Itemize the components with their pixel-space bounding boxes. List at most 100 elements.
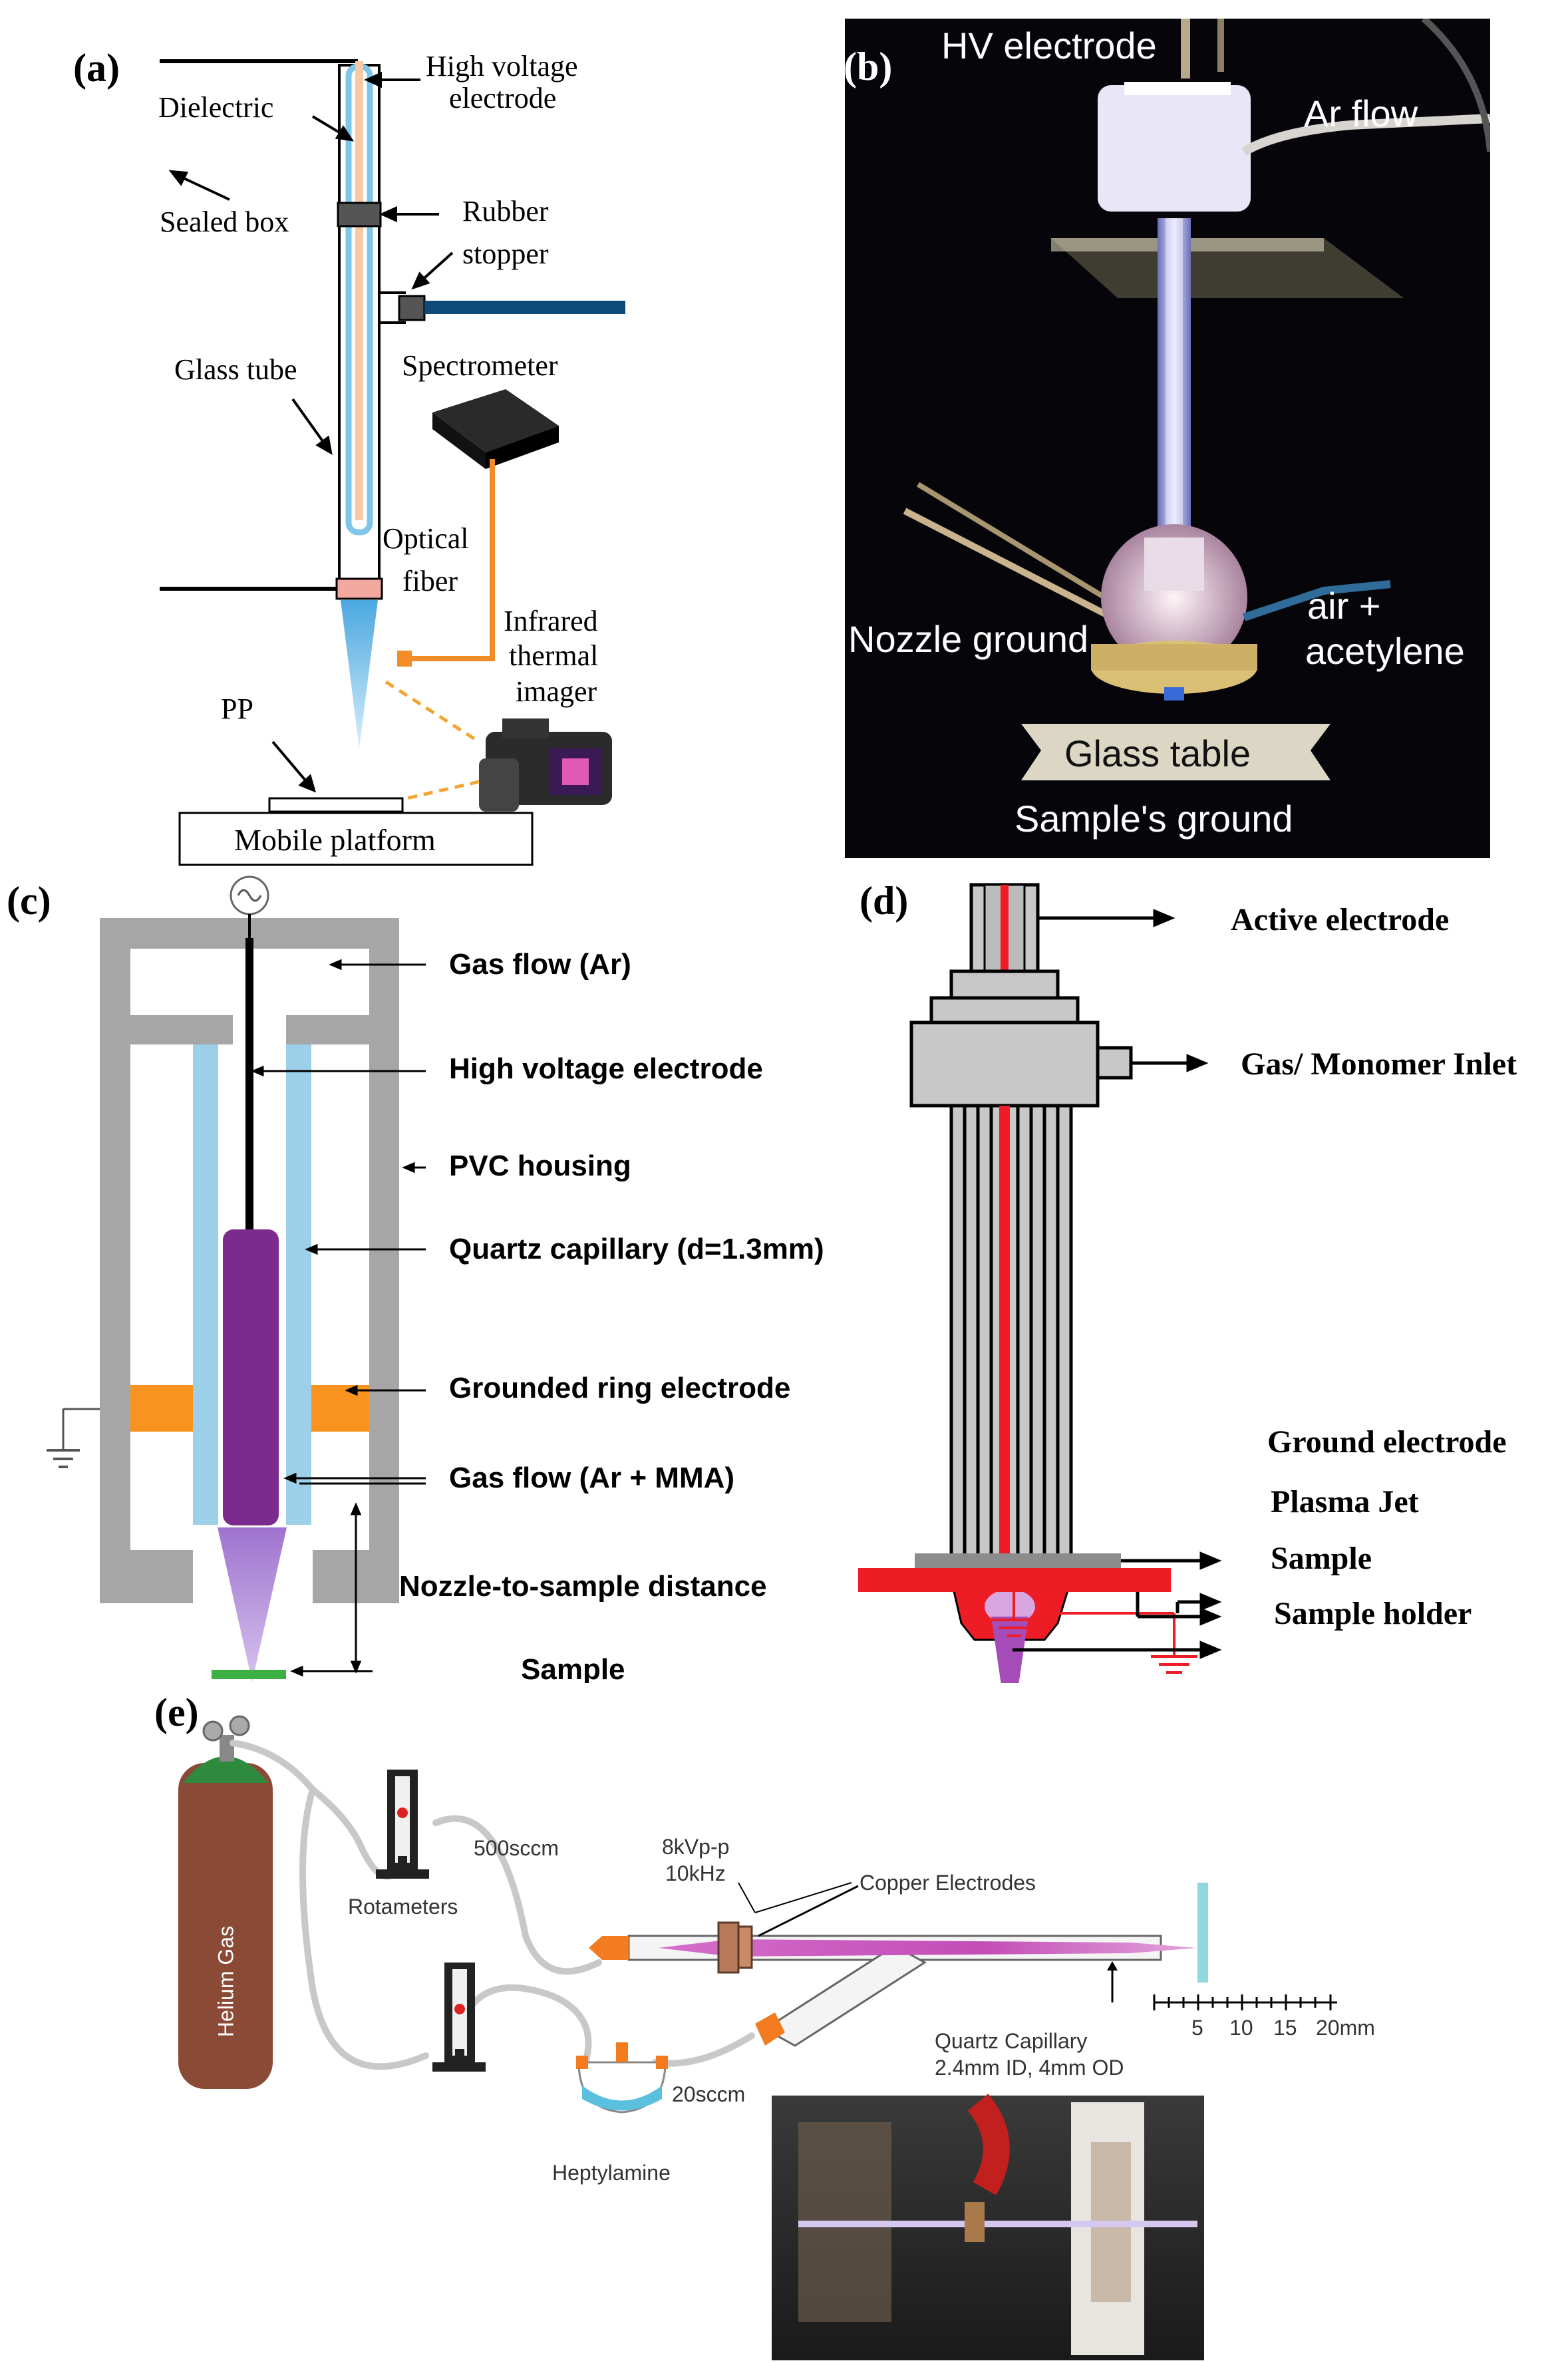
panel-e: (e) [0, 1683, 1568, 2363]
label-c-gas-flow-ar: Gas flow (Ar) [449, 948, 631, 981]
tube-bottom-ring [335, 577, 383, 600]
label-d-active-electrode: Active electrode [1231, 902, 1450, 937]
e-ruler [1153, 1994, 1337, 2010]
b-nozzle-glow [1101, 524, 1247, 671]
panel-a-schematic [160, 59, 625, 866]
label-d-ground-electrode: Ground electrode [1267, 1424, 1507, 1460]
label-b-glass-table: Glass table [1064, 732, 1251, 774]
label-mobile-platform: Mobile platform [234, 823, 436, 857]
label-hv-electrode-a1: High voltage [426, 50, 578, 82]
label-b-nozzle-ground: Nozzle ground [848, 618, 1089, 660]
hv-electrode-rod [355, 61, 363, 520]
b-glass-table [1021, 724, 1331, 780]
panel-c-letter: (c) [7, 879, 51, 923]
d-lower-overlay [858, 1530, 1568, 1663]
label-e-quartz-capillary-1: Quartz Capillary [935, 2029, 1088, 2053]
label-d-sample-holder: Sample holder [1274, 1596, 1472, 1631]
e-plasma-plume [659, 1939, 1197, 1957]
helium-cylinder [178, 1763, 273, 2089]
d-sample-plate [915, 1553, 1121, 1568]
c-hv-wire [245, 938, 253, 1237]
grounded-ring-right [311, 1385, 369, 1432]
label-sealed-box: Sealed box [160, 206, 289, 238]
label-spectrometer: Spectrometer [402, 349, 558, 382]
label-e-ruler-15: 15 [1273, 2016, 1297, 2040]
label-e-copper-electrodes: Copper Electrodes [860, 1871, 1036, 1895]
rotameter-bottom [432, 1963, 486, 2072]
b-ar-flow-tube [1241, 114, 1490, 156]
label-optical-fiber-1: Optical [383, 522, 469, 555]
panel-d-letter: (d) [860, 879, 909, 923]
rotameter-top [376, 1770, 429, 1879]
label-c-hv-electrode: High voltage electrode [449, 1052, 763, 1085]
label-ir-imager-3: imager [516, 675, 597, 708]
label-e-flow-20: 20sccm [672, 2082, 746, 2106]
rubber-stopper-top [337, 202, 382, 228]
ir-view-line-2 [392, 780, 480, 804]
label-e-helium-gas: Helium Gas [214, 1925, 238, 2038]
label-optical-fiber-2: fiber [402, 565, 458, 597]
label-c-quartz-capillary: Quartz capillary (d=1.3mm) [449, 1233, 824, 1265]
panel-b-photo: HV electrode Ar flow Nozzle ground air +… [845, 19, 1490, 858]
label-e-ruler-5: 5 [1191, 2016, 1203, 2040]
e-sample-bar [1197, 1883, 1208, 1982]
label-ir-imager-1: Infrared [504, 605, 598, 637]
label-b-hv-electrode: HV electrode [941, 25, 1157, 67]
d-plasma-jet [991, 1617, 1028, 1683]
d-sample-holder [858, 1568, 1171, 1592]
label-b-ar-flow: Ar flow [1304, 92, 1418, 134]
e-branch-capillary [763, 1945, 927, 2047]
panel-b-letter: (b) [844, 45, 893, 88]
label-rubber-stopper-2: stopper [462, 237, 549, 270]
d-inlet-block [909, 1021, 1100, 1108]
c-sample [212, 1670, 286, 1679]
label-c-nozzle-distance: Nozzle-to-sample distance [399, 1570, 767, 1603]
label-e-heptylamine: Heptylamine [552, 2161, 671, 2185]
panel-e-schematic [178, 1715, 1337, 2360]
pp-sample [268, 797, 404, 813]
d-tube-body [949, 1104, 1073, 1583]
label-c-sample: Sample [521, 1653, 625, 1683]
ir-view-line-1 [385, 680, 480, 744]
label-b-air-2: acetylene [1305, 630, 1465, 672]
label-hv-electrode-a2: electrode [449, 82, 557, 114]
b-glass-plate [1051, 238, 1404, 298]
label-d-sample: Sample [1271, 1541, 1372, 1576]
optical-fiber [409, 459, 495, 661]
mobile-platform [178, 812, 534, 866]
label-d-gas-inlet: Gas/ Monomer Inlet [1241, 1046, 1517, 1082]
label-e-voltage-1: 8kVp-p [662, 1835, 730, 1859]
panel-d-schematic [909, 883, 1222, 1683]
panel-c-schematic [47, 875, 426, 1682]
panel-a-letter: (a) [73, 46, 120, 90]
label-e-rotameters: Rotameters [348, 1895, 458, 1919]
label-b-air-1: air + [1307, 585, 1381, 627]
label-pp: PP [221, 693, 253, 725]
label-ir-imager-2: thermal [509, 639, 599, 672]
plasma-flame [341, 600, 378, 748]
panel-c: (c) [0, 865, 858, 1683]
quartz-capillary-left [193, 1044, 218, 1525]
grounded-ring-left [130, 1385, 193, 1432]
b-electrode-holder [1098, 85, 1251, 212]
c-plasma-plume [218, 1527, 287, 1682]
label-c-gas-flow-ar-mma: Gas flow (Ar + MMA) [449, 1462, 735, 1494]
label-glass-tube: Glass tube [174, 353, 297, 386]
label-e-quartz-capillary-2: 2.4mm ID, 4mm OD [935, 2056, 1124, 2080]
navy-gas-tube [424, 301, 625, 314]
side-stopper [398, 295, 426, 321]
e-copper-electrode-2 [737, 1925, 753, 1969]
spectrometer-device [432, 389, 559, 469]
pvc-housing [100, 918, 399, 1603]
label-c-pvc-housing: PVC housing [449, 1150, 631, 1182]
quartz-capillary-right [286, 1044, 311, 1525]
panel-b-scene [903, 19, 1490, 780]
panel-a: (a) [0, 0, 832, 878]
label-b-samples-ground: Sample's ground [1015, 798, 1293, 840]
label-rubber-stopper-1: Rubber [462, 195, 549, 228]
heptylamine-flask [576, 2042, 668, 2114]
label-e-flow-500: 500sccm [474, 1836, 559, 1860]
label-e-ruler-20: 20mm [1316, 2016, 1375, 2040]
infrared-camera [479, 718, 612, 812]
label-e-voltage-2: 10kHz [665, 1861, 726, 1885]
